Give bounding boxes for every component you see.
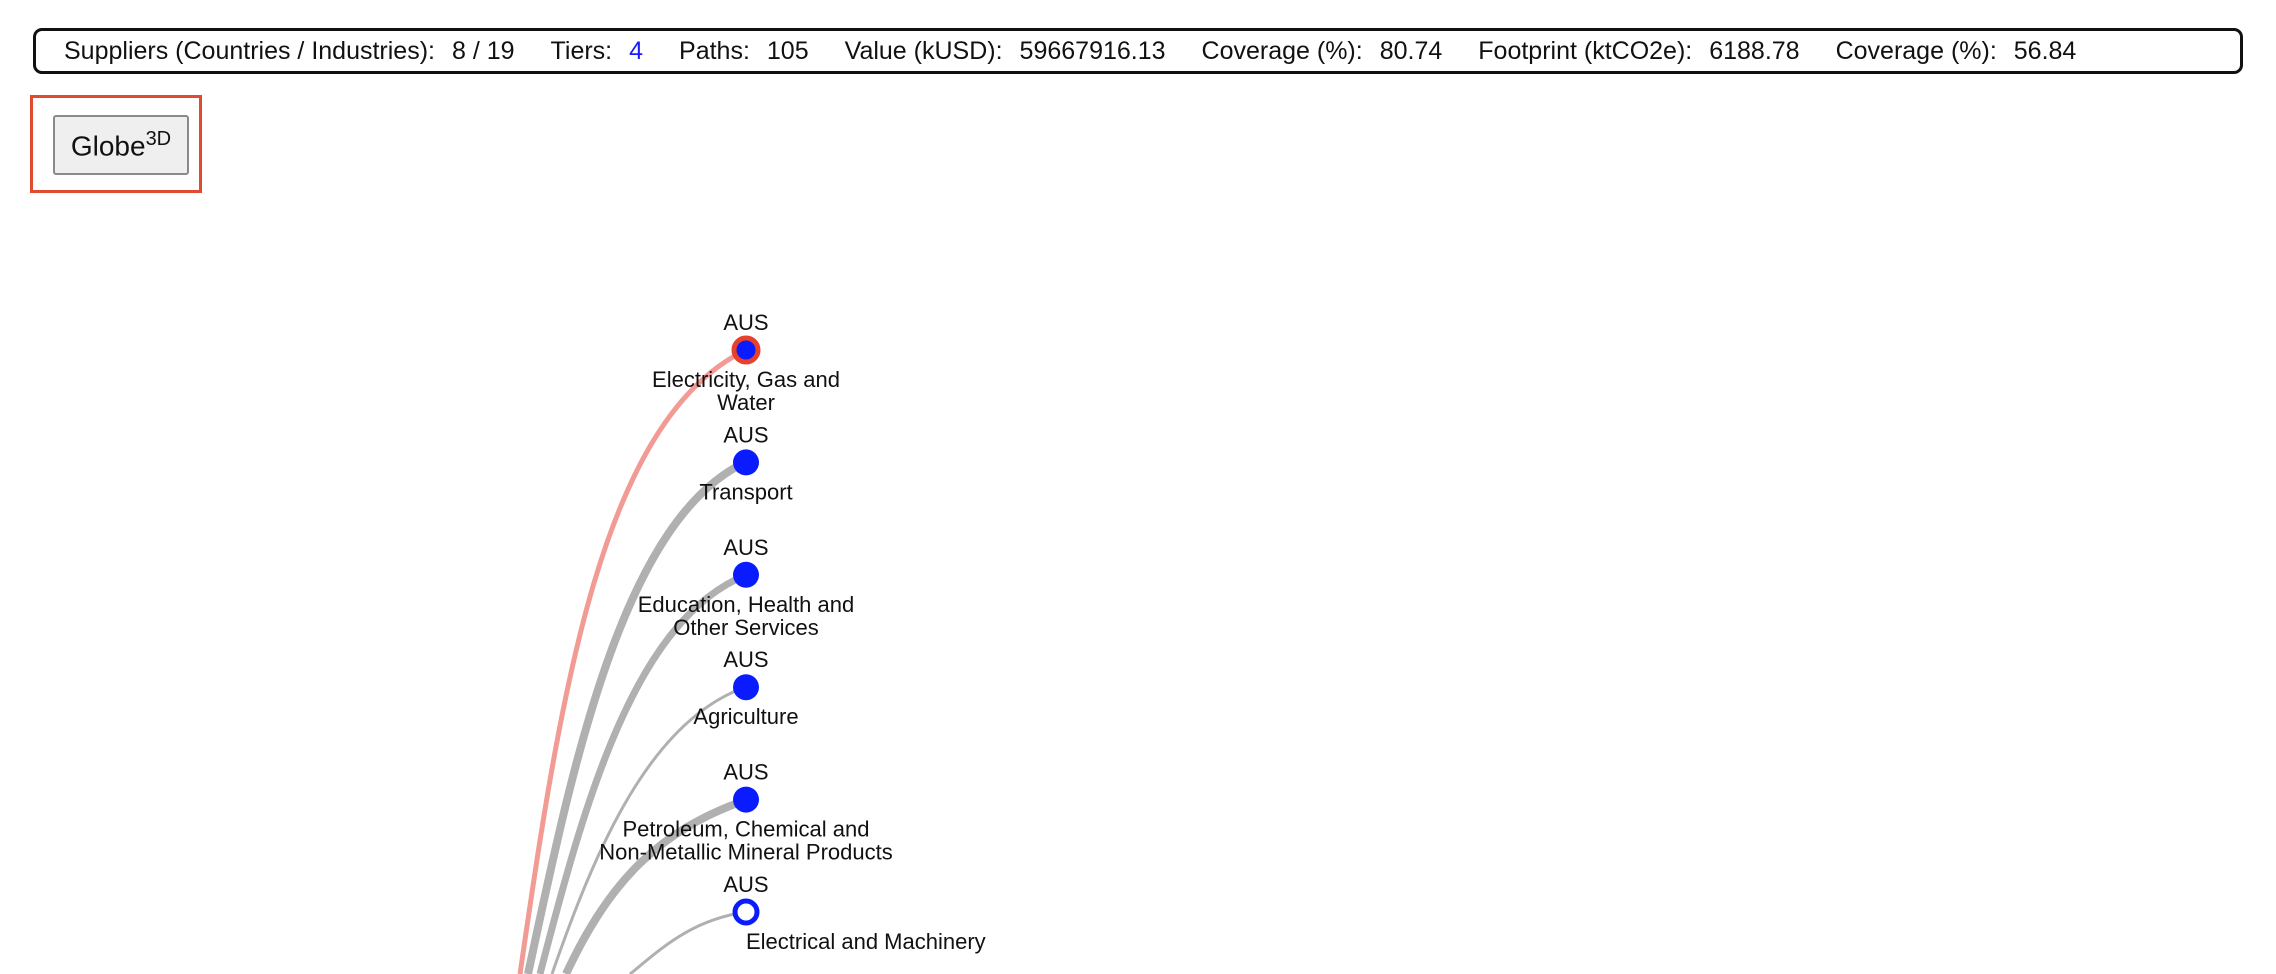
node-industry-label: Transport xyxy=(699,479,792,504)
stat-tiers: Tiers: 4 xyxy=(551,37,643,66)
node-marker[interactable] xyxy=(733,786,759,813)
stat-value-coverage-label: Coverage (%): xyxy=(1201,36,1363,65)
globe-button-focus-frame: Globe3D xyxy=(30,95,202,193)
stat-footprint-label: Footprint (ktCO2e): xyxy=(1478,36,1693,65)
stat-footprint: Footprint (ktCO2e): 6188.78 xyxy=(1478,37,1799,66)
node-marker[interactable] xyxy=(731,335,761,365)
node-industry-label: Other Services xyxy=(673,615,819,640)
node-country-label: AUS xyxy=(723,760,768,785)
globe-button-label: Globe xyxy=(70,130,146,162)
summary-stats-bar: Suppliers (Countries / Industries): 8 / … xyxy=(33,28,2243,74)
link-education-health[interactable] xyxy=(536,571,748,974)
link-electrical-machinery[interactable] xyxy=(629,910,747,974)
stat-value-label: Value (kUSD): xyxy=(844,36,1003,65)
node-industry-label: Agriculture xyxy=(693,704,798,729)
stat-footprint-value: 6188.78 xyxy=(1709,36,1800,65)
stat-paths-label: Paths: xyxy=(679,36,750,65)
stat-paths-value: 105 xyxy=(766,36,809,65)
stat-footprint-coverage-label: Coverage (%): xyxy=(1835,36,1997,65)
link-electricity-gas-water[interactable] xyxy=(517,347,748,974)
stat-value-value: 59667916.13 xyxy=(1019,36,1166,65)
node-industry-label: Electricity, Gas and xyxy=(652,367,840,392)
globe-3d-button[interactable]: Globe3D xyxy=(53,115,189,175)
link-transport[interactable] xyxy=(524,458,748,974)
node-country-label: AUS xyxy=(723,310,768,335)
link-petroleum-chemical[interactable] xyxy=(562,796,748,974)
supply-links xyxy=(517,347,748,974)
stat-footprint-coverage: Coverage (%): 56.84 xyxy=(1836,37,2077,66)
node-industry-label: Petroleum, Chemical and xyxy=(622,817,869,842)
node-country-label: AUS xyxy=(723,535,768,560)
supplier-node[interactable]: AUS Agriculture xyxy=(693,647,798,729)
node-industry-label: Non-Metallic Mineral Products xyxy=(599,840,892,865)
node-marker[interactable] xyxy=(733,674,759,701)
node-industry-label: Education, Health and xyxy=(638,592,855,617)
node-industry-label: Electrical and Machinery xyxy=(746,929,986,954)
supplier-node[interactable]: AUS Transport xyxy=(699,422,792,504)
stat-suppliers-label: Suppliers (Countries / Industries): xyxy=(64,36,435,65)
stat-value-coverage-value: 80.74 xyxy=(1379,36,1443,65)
node-country-label: AUS xyxy=(723,872,768,897)
node-country-label: AUS xyxy=(723,647,768,672)
supplier-node[interactable]: AUS Electrical and Machinery xyxy=(723,872,985,954)
globe-button-superscript: 3D xyxy=(145,127,172,150)
node-industry-label: Water xyxy=(717,390,775,415)
stat-value: Value (kUSD): 59667916.13 xyxy=(845,37,1166,66)
node-marker[interactable] xyxy=(733,561,759,588)
stat-suppliers-value: 8 / 19 xyxy=(451,36,515,65)
stat-tiers-value[interactable]: 4 xyxy=(629,36,644,65)
stat-tiers-label: Tiers: xyxy=(550,36,613,65)
node-country-label: AUS xyxy=(723,422,768,447)
stat-suppliers: Suppliers (Countries / Industries): 8 / … xyxy=(64,37,515,66)
node-marker[interactable] xyxy=(733,449,759,476)
node-marker[interactable] xyxy=(732,898,760,926)
link-agriculture[interactable] xyxy=(550,685,747,974)
stat-footprint-coverage-value: 56.84 xyxy=(2013,36,2077,65)
stat-paths: Paths: 105 xyxy=(679,37,809,66)
stat-value-coverage: Coverage (%): 80.74 xyxy=(1202,37,1443,66)
